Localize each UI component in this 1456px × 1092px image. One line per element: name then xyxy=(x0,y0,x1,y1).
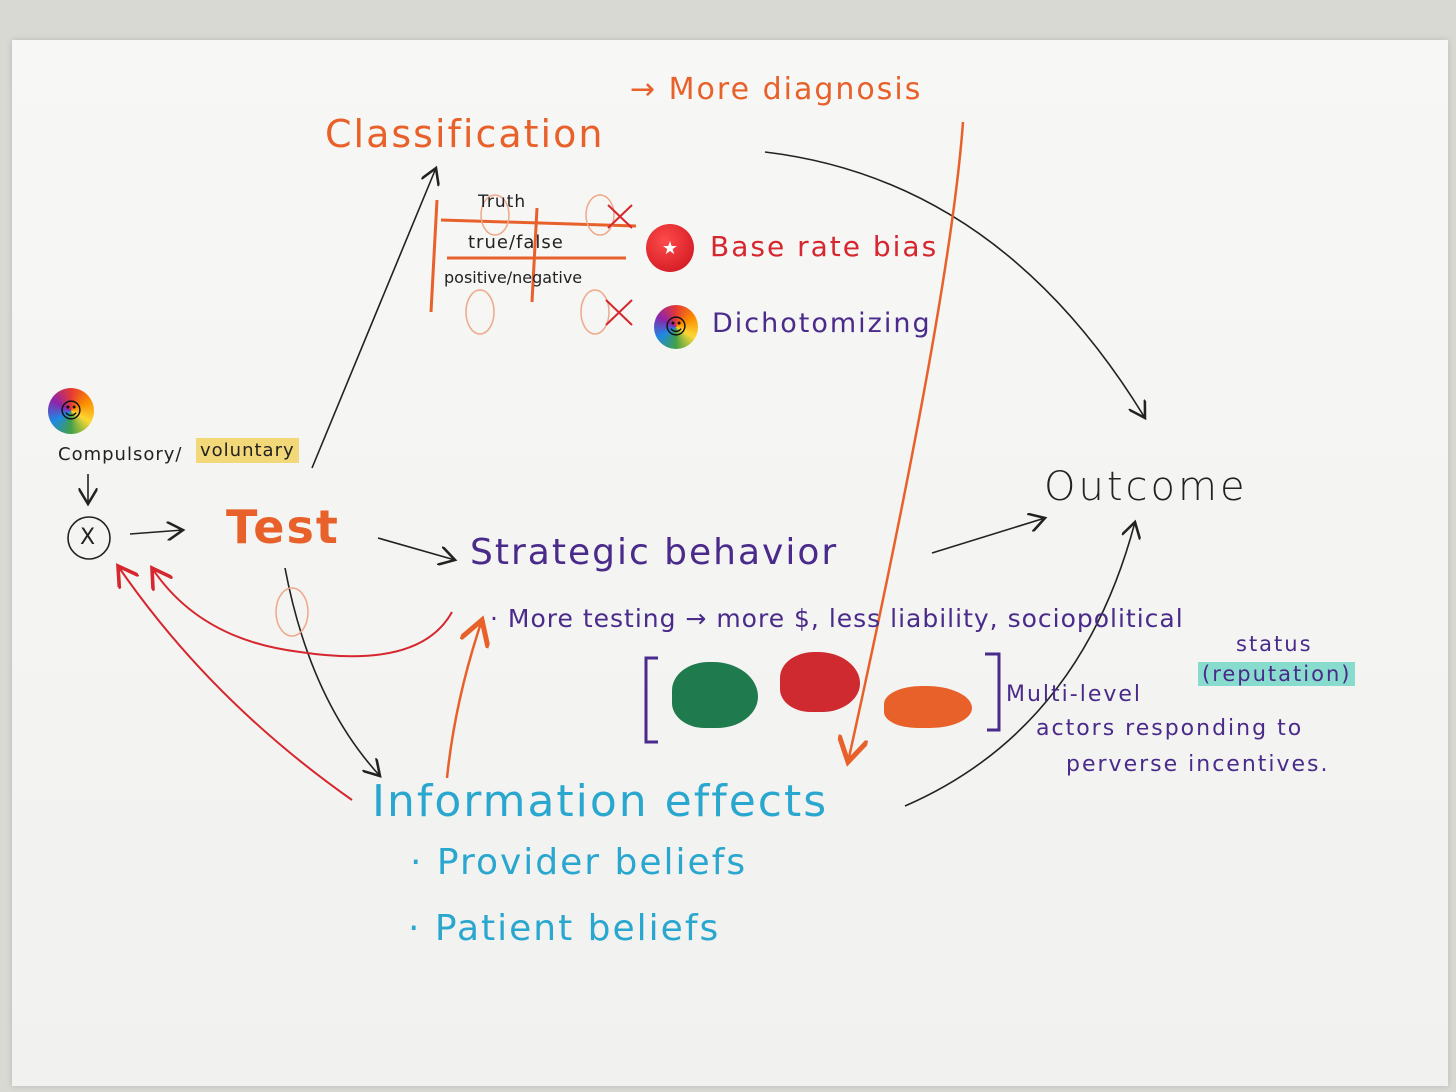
classification-label: Classification xyxy=(325,112,605,156)
outcome-label: Outcome xyxy=(1044,464,1248,510)
smiley-sticker-icon: ☺ xyxy=(48,388,94,434)
arrow-more-diagnosis-down xyxy=(848,121,965,762)
information-effects-label: Information effects xyxy=(372,776,829,827)
positive-negative-label: positive/negative xyxy=(444,268,583,287)
voluntary-label: voluntary xyxy=(196,438,299,463)
turtle-doodle-icon xyxy=(672,662,758,728)
arrow-strategic-to-outcome xyxy=(931,518,1045,554)
red-x-marks xyxy=(605,204,633,326)
x-node-circle xyxy=(67,516,111,560)
star-sticker-icon: ★ xyxy=(646,224,694,272)
bracket-left xyxy=(644,656,658,744)
multi-level-line1: Multi-level xyxy=(1006,682,1143,707)
x-node-label: X xyxy=(80,525,96,550)
multi-level-line2: actors responding to xyxy=(1036,716,1304,741)
patient-beliefs-bullet: · Patient beliefs xyxy=(408,908,721,949)
status-label: status xyxy=(1236,632,1313,656)
arrow-strategic-feedback xyxy=(152,568,453,658)
compulsory-label: Compulsory/ xyxy=(58,444,183,465)
truth-label: Truth xyxy=(478,192,527,212)
bracket-right xyxy=(985,652,1001,732)
fish-doodle-icon xyxy=(884,686,972,728)
arrow-compvol-to-classification xyxy=(311,168,436,469)
test-label: Test xyxy=(226,500,340,554)
smiley-sticker-icon: ☺ xyxy=(654,305,698,349)
multi-level-line3: perverse incentives. xyxy=(1066,752,1330,777)
deer-doodles xyxy=(275,194,615,637)
arrow-info-to-strategic xyxy=(445,620,482,779)
arrow-info-to-outcome xyxy=(904,522,1135,807)
reputation-label: (reputation) xyxy=(1198,662,1356,686)
arrow-classification-to-outcome xyxy=(764,151,1145,418)
provider-beliefs-bullet: · Provider beliefs xyxy=(410,842,748,883)
confusion-table-grid xyxy=(429,199,637,313)
more-diagnosis-label: → More diagnosis xyxy=(630,72,923,107)
more-testing-bullet: · More testing → more $, less liability,… xyxy=(490,604,1184,633)
strategic-behavior-label: Strategic behavior xyxy=(470,532,839,573)
octopus-doodle-icon xyxy=(780,652,860,712)
base-rate-bias-label: Base rate bias xyxy=(710,230,939,263)
true-false-label: true/false xyxy=(468,232,564,253)
arrow-test-to-strategic xyxy=(377,537,455,560)
paper-sheet xyxy=(12,40,1448,1086)
arrow-test-to-info xyxy=(284,567,380,776)
arrow-info-feedback xyxy=(118,566,353,801)
dichotomizing-label: Dichotomizing xyxy=(712,308,932,339)
arrow-x-to-test xyxy=(129,530,183,534)
